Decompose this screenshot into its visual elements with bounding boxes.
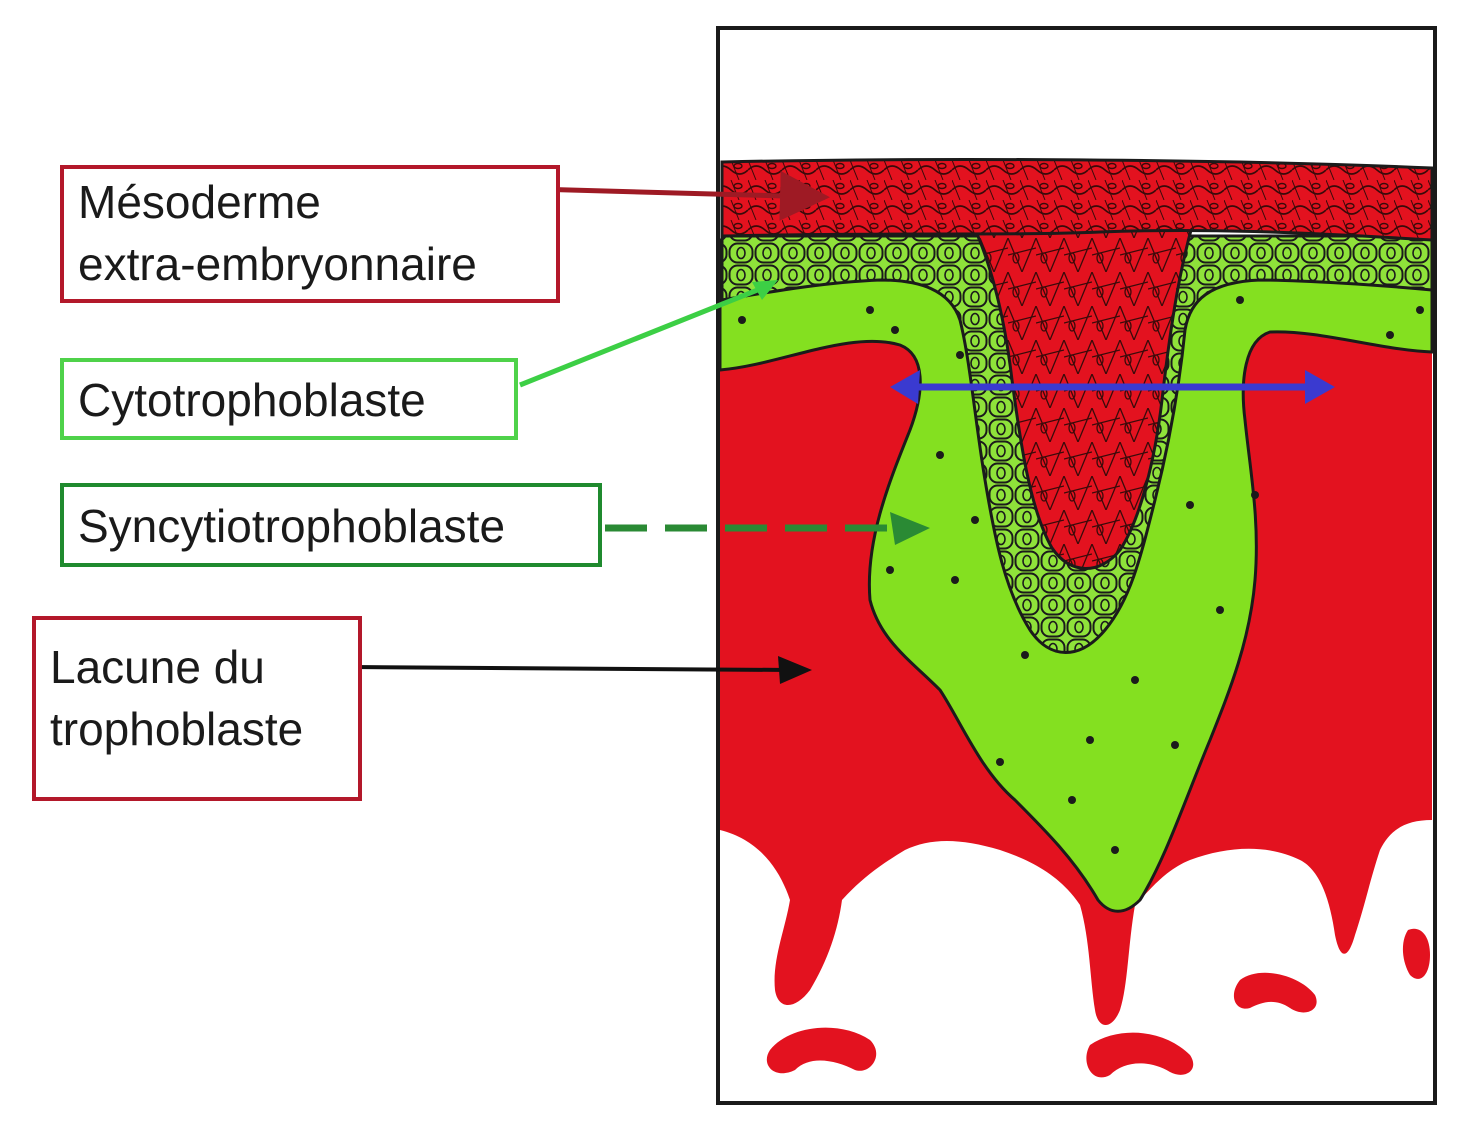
lacuna-island — [1086, 1032, 1194, 1078]
label-text: trophoblaste — [50, 703, 304, 755]
syncytiotrophoblast-arrowhead — [890, 512, 930, 545]
lacuna-arrow — [351, 665, 791, 672]
label-text: Lacune du — [50, 641, 265, 693]
label-syncytiotrophoblaste: Syncytiotrophoblaste — [60, 483, 602, 567]
label-text: Syncytiotrophoblaste — [78, 500, 506, 552]
syncytio-nuclei — [738, 296, 1424, 854]
label-text: extra-embryonnaire — [78, 238, 477, 290]
label-cytotrophoblaste: Cytotrophoblaste — [60, 358, 518, 440]
lacuna-arrowhead — [778, 656, 812, 684]
double-arrow-right-head — [1305, 370, 1335, 404]
double-arrow-left-head — [890, 370, 920, 404]
extraembryonic-mesoderm — [720, 158, 1434, 242]
label-text: Mésoderme — [78, 176, 321, 228]
lacuna-island — [1402, 928, 1430, 979]
label-text: Cytotrophoblaste — [78, 374, 426, 426]
lacuna-island — [1233, 972, 1317, 1013]
cytotrophoblast-arrow — [519, 282, 771, 388]
cytotrophoblast-arrowhead — [752, 280, 778, 300]
lacuna-island — [766, 1027, 877, 1074]
label-mesoderme-extra-embryonnaire: Mésoderme extra-embryonnaire — [60, 165, 560, 303]
label-lacune-du-trophoblaste: Lacune du trophoblaste — [32, 616, 362, 801]
